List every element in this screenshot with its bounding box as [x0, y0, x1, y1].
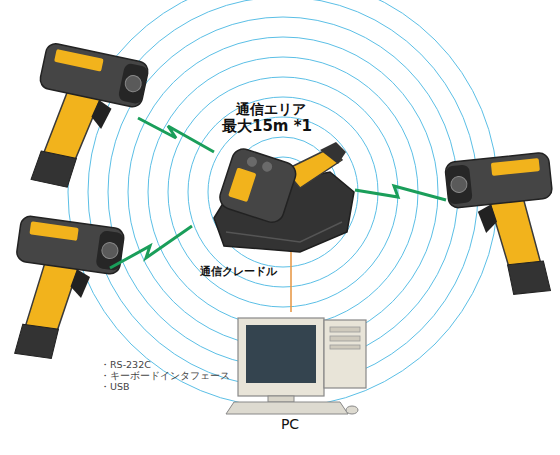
monitor [238, 318, 324, 396]
range-circle [148, 57, 418, 327]
wireless-scanner [445, 152, 560, 300]
range-circle [128, 37, 438, 347]
range-circle [88, 0, 478, 387]
drive-bay [330, 327, 360, 332]
scanner-label [228, 167, 256, 202]
radio-links [110, 118, 446, 268]
pc-tower [324, 320, 366, 388]
wireless-scanner [3, 215, 125, 366]
mouse [346, 406, 358, 414]
radio-bolt [355, 186, 446, 200]
cradle-scanner-head [217, 146, 299, 225]
wireless-scanner [19, 42, 149, 199]
pc-node: PC [230, 312, 370, 417]
area-label: 通信エリア [236, 101, 306, 117]
radio-bolt [110, 226, 192, 268]
cradle-scanner-butt [320, 142, 346, 164]
computer [226, 318, 366, 414]
monitor-stand [268, 396, 294, 402]
range-circle [108, 17, 458, 367]
scanner-window [246, 155, 259, 168]
cable-line [290, 252, 292, 312]
monitor-screen [246, 325, 316, 383]
keyboard [226, 402, 348, 414]
area-label: 最大15m *1 [222, 118, 312, 135]
scanner-window [261, 160, 274, 173]
cradle-node: 通信クレードル [212, 140, 352, 252]
interface-item: ・USB [100, 382, 130, 393]
range-circle [188, 97, 378, 287]
drive-bay [330, 336, 360, 341]
cradle [214, 142, 354, 252]
interface-item: ・キーボードインタフェース [100, 371, 230, 382]
range-circle [208, 117, 358, 267]
node-label: 通信クレードル [200, 266, 277, 279]
scanner-head [217, 146, 299, 225]
interface-item: ・RS-232C [100, 360, 151, 371]
drive-bay [330, 345, 360, 349]
cradle-edge [226, 222, 342, 242]
node-label: PC [230, 416, 350, 432]
radio-bolt [138, 118, 214, 152]
